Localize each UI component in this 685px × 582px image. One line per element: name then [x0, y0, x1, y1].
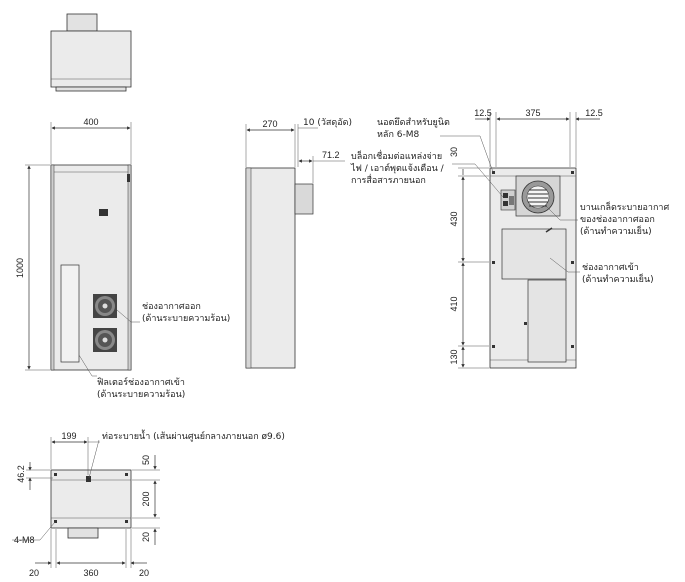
- bottom-view: [12, 437, 160, 568]
- dim-back-left: 12.5: [474, 108, 492, 118]
- label-intake-1: ฟิลเตอร์ช่องอากาศเข้า: [97, 376, 185, 388]
- dim-bottom-holes: 4-M8: [14, 535, 35, 545]
- label-cool-inlet-2: (ด้านทำความเย็น): [582, 272, 654, 285]
- dim-side-protrusion: 71.2: [322, 150, 340, 160]
- back-lower-panel: [527, 279, 567, 363]
- label-mount-nut-2: หลัก 6-M8: [377, 130, 419, 140]
- dim-back-mid: 375: [525, 108, 540, 118]
- label-cool-inlet-1: ช่องอากาศเข้า: [582, 262, 639, 273]
- label-intake-2: (ด้านระบายความร้อน): [97, 389, 185, 400]
- exhaust-fan-lower: [93, 328, 117, 352]
- front-view: [25, 122, 140, 377]
- label-cool-outlet-1: บานเกล็ดระบายอากาศ: [580, 200, 669, 213]
- exhaust-fan-upper: [93, 294, 117, 318]
- drain-pipe: [86, 476, 91, 482]
- top-view-duct: [66, 13, 98, 32]
- front-label-plate: [99, 209, 108, 216]
- dim-bottom-bot: 20: [141, 532, 151, 542]
- label-mount-nut-1: นอตยึดสำหรับยูนิต: [377, 117, 450, 128]
- label-terminal-3: การสื่อสารภายนอก: [351, 173, 426, 186]
- dim-bottom-top: 50: [141, 455, 151, 465]
- dim-back-right: 12.5: [585, 108, 603, 118]
- dim-front-width: 400: [83, 117, 98, 127]
- label-cool-outlet-2: ของช่องอากาศออก: [580, 215, 655, 225]
- intake-filter: [60, 264, 80, 363]
- dim-back-v3: 410: [449, 296, 459, 311]
- dim-bottom-drain-x: 199: [61, 431, 76, 441]
- label-cool-outlet-3: (ด้านทำความเย็น): [580, 224, 652, 237]
- dim-side-depth: 270: [262, 119, 277, 129]
- dim-back-v2: 430: [449, 211, 459, 226]
- label-terminal-1: บล็อกเชื่อมต่อแหล่งจ่าย: [351, 149, 442, 162]
- top-view: [50, 13, 132, 92]
- label-exhaust-2: (ด้านระบายความร้อน): [142, 313, 230, 324]
- back-view: [440, 112, 600, 369]
- dim-bottom-right: 20: [139, 568, 149, 578]
- label-terminal-2: ไฟ / เอาต์พุตแจ้งเตือน /: [350, 162, 445, 174]
- dim-back-v4: 130: [449, 349, 459, 364]
- dim-bottom-left: 20: [29, 568, 39, 578]
- dim-bottom-hole-y: 46.2: [16, 465, 26, 483]
- dim-front-height: 1000: [15, 258, 25, 278]
- dim-back-v1: 30: [449, 147, 459, 157]
- cool-inlet-panel: [501, 228, 567, 280]
- side-protrusion: [294, 183, 314, 215]
- bottom-duct: [67, 527, 99, 539]
- top-view-body: [50, 30, 132, 88]
- dim-bottom-mid: 200: [141, 491, 151, 506]
- side-view: [245, 124, 345, 369]
- label-drain: ท่อระบายน้ำ (เส้นผ่านศูนย์กลางภายนอก ø9.…: [102, 429, 285, 442]
- side-view-body: [245, 167, 296, 369]
- dim-side-stud: 10 (วัสดุอัด): [303, 118, 352, 128]
- label-exhaust-1: ช่องอากาศออก: [142, 302, 201, 312]
- dim-bottom-width: 360: [83, 568, 98, 578]
